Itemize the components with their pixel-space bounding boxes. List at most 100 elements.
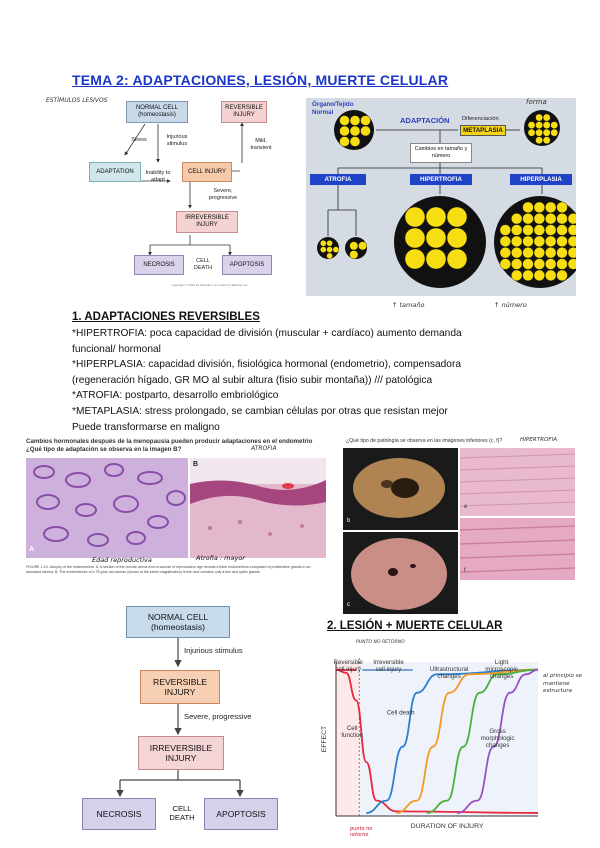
hiperplasia-tissue-cell (545, 258, 557, 270)
big-reversible-label: REVERSIBLE INJURY (153, 677, 207, 697)
irreversible-region (359, 662, 538, 816)
hiperplasia-tissue-cell (545, 201, 557, 213)
hiperplasia-tissue-cell (556, 247, 568, 259)
series-label-cell-function: function (341, 732, 363, 739)
histo-b-texture (190, 458, 326, 558)
hiperplasia-tissue-cell (556, 201, 568, 213)
hiperplasia-tissue-cell (533, 247, 545, 259)
atrofia-tissue-a-cell (326, 240, 333, 247)
muscle-texture-e (460, 453, 575, 507)
adapt-diferenciacion-label: Diferenciación (462, 116, 499, 122)
series-label-ultrastructural: changes (437, 673, 460, 680)
big-irreversible-label: IRREVERSIBLE INJURY (149, 743, 213, 763)
small-necrosis-box: NECROSIS (134, 255, 184, 275)
histo-image-b-heart: b (343, 448, 458, 530)
adapt-cambios-box: Cambios en tamaño y número (410, 143, 472, 163)
series-label-gross: Gross (489, 728, 506, 735)
region-label-irreversible: Irreversible (373, 659, 404, 666)
hiperplasia-tissue-cell (511, 213, 523, 225)
normal-tissue-cell (339, 136, 350, 147)
region-label-irreversible: cell injury (376, 666, 403, 673)
metaplasia-tissue-cell (550, 121, 559, 129)
muscle-texture-f (460, 525, 575, 573)
hiperplasia-tissue-cell (499, 235, 511, 247)
hiperplasia-tissue-cell (499, 247, 511, 259)
atrofia-tissue-a-cell (320, 240, 327, 247)
small-cell-injury-box: CELL INJURY (182, 162, 232, 182)
series-line-0 (335, 668, 539, 814)
small-irreversible-box: IRREVERSIBLE INJURY (176, 211, 238, 233)
metaplasia-tissue-cell (550, 128, 559, 137)
histo-image-c-heart: c (343, 532, 458, 614)
chart-side-note: al principio se mantiene estructura (543, 673, 583, 694)
atrofia-tissue-a-cell (332, 246, 340, 253)
small-cell-death-label: CELL DEATH (193, 258, 213, 271)
normal-tissue-cell (339, 115, 350, 126)
section1-line: (regeneración hígado, GR MO al subir alt… (72, 374, 433, 386)
hiperplasia-tissue-cell (499, 258, 511, 270)
series-label-gross: changes (486, 742, 509, 749)
series-label-light: microscopic (485, 666, 518, 673)
small-cell-injury-label: CELL INJURY (187, 168, 226, 175)
hiperplasia-tissue-cell (533, 258, 545, 270)
adapt-cambios-label: Cambios en tamaño y número (414, 146, 468, 159)
metaplasia-tissue-cell (542, 113, 551, 122)
big-normal-cell-box: NORMAL CELL (homeostasis) (126, 606, 230, 638)
histo-left-answer-note: ATROFIA (251, 445, 277, 452)
hipertrofia-tissue-cell (446, 206, 468, 228)
series-label-cell-function: Cell (347, 725, 358, 732)
atrofia-tissue-a-cell (326, 246, 333, 253)
adapt-organo-label: Órgano/Tejido Normal (312, 101, 354, 116)
small-normal-cell-box: NORMAL CELL (homeostasis) (126, 101, 188, 123)
histo-right-label-f: f (464, 568, 466, 574)
metaplasia-tissue-cell (527, 121, 536, 129)
section1-body: *HIPERTROFIA: poca capacidad de división… (72, 326, 542, 435)
hiperplasia-tissue-cell (522, 213, 534, 225)
adapt-hiperplasia-label: HIPERPLASIA (520, 176, 562, 183)
small-reversible-injury-box: REVERSIBLE INJURY (221, 101, 267, 123)
section1-line: *HIPERTROFIA: poca capacidad de división… (72, 328, 462, 339)
metaplasia-tissue-cell (542, 136, 551, 145)
histo-a-label: A (29, 546, 35, 553)
hiperplasia-tissue-cell (511, 235, 523, 247)
adapt-forma-note: forma (526, 98, 547, 106)
adapt-hipertrofia-box: HIPERTROFIA (410, 174, 472, 185)
section1-line: *HIPERPLASIA: capacidad división, fisiol… (72, 359, 462, 371)
hipertrofia-tissue-cell (425, 248, 447, 270)
hiperplasia-tissue-cell (545, 269, 557, 281)
normal-tissue-cell (339, 125, 350, 137)
chart-bottom-note: punto no retorno (350, 826, 373, 838)
hiperplasia-tissue-cell (545, 213, 557, 225)
hipertrofia-tissue-cell (425, 206, 447, 228)
histo-left-question: Cambios hormonales después de la menopau… (26, 438, 313, 453)
normal-tissue-cell (360, 125, 371, 137)
metaplasia-tissue-cell (542, 128, 551, 137)
hiperplasia-tissue-cell (522, 258, 534, 270)
histo-image-e: e (460, 448, 575, 516)
note-estimulos: ESTÍMULOS LESIVOS (46, 97, 108, 104)
small-reversible-injury-label: REVERSIBLE INJURY (225, 105, 263, 118)
histo-image-a: A (26, 458, 188, 558)
small-adaptation-box: ADAPTATION (89, 162, 141, 182)
adapt-metaplasia-box: METAPLASIA (460, 125, 506, 136)
adaptation-diagram: Órgano/Tejido Normal ADAPTACIÓN Diferenc… (306, 98, 576, 296)
histo-a-note: Edad reproductiva (92, 556, 152, 564)
y-axis-label: EFFECT (321, 726, 328, 752)
big-normal-cell-label: NORMAL CELL (147, 612, 209, 622)
hiperplasia-tissue-cell (545, 224, 557, 236)
hipertrofia-tissue-cell (446, 227, 468, 249)
hiperplasia-tissue-cell (533, 224, 545, 236)
hiperplasia-tissue-cell (556, 224, 568, 236)
hiperplasia-tissue-cell (556, 235, 568, 247)
heart-section-b (353, 458, 445, 518)
atrofia-tissue-a-cell (320, 246, 327, 253)
adapt-hipertrofia-label: HIPERTROFIA (420, 176, 462, 183)
small-copyright: Copyright © 2013 by Saunders, an imprint… (171, 283, 249, 287)
histo-b-label: B (193, 461, 199, 468)
small-necrosis-label: NECROSIS (143, 261, 175, 268)
histo-a-texture (26, 458, 188, 558)
hiperplasia-tissue-cell (545, 247, 557, 259)
hiperplasia-tissue-cell (556, 213, 568, 225)
